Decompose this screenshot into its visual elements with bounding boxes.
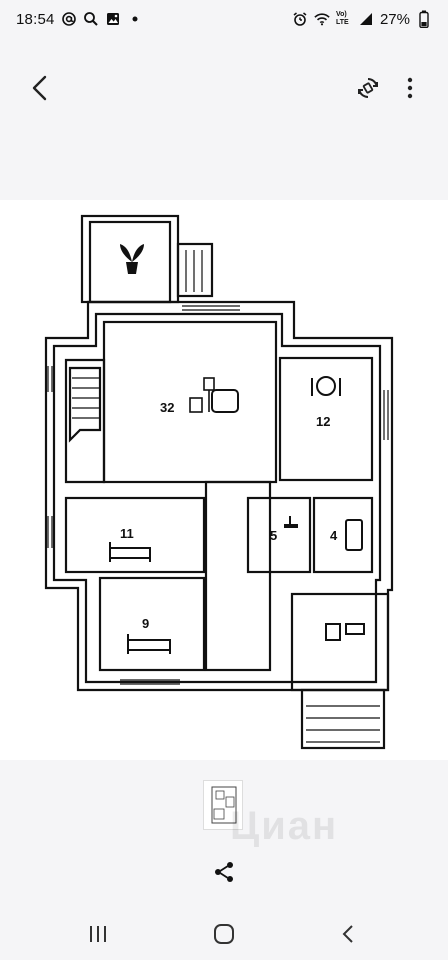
battery-icon (416, 10, 432, 28)
room-label-4: 4 (330, 528, 338, 543)
floor-plan-image[interactable]: 32 12 11 9 5 4 (0, 200, 448, 760)
battery-percent: 27% (379, 10, 410, 28)
network-label: Vo) LTE (335, 11, 349, 26)
more-options-button[interactable] (392, 70, 428, 106)
signal-icon (358, 11, 374, 27)
room-label-9: 9 (142, 616, 149, 631)
status-time: 18:54 (16, 10, 55, 28)
rotate-button[interactable] (350, 70, 386, 106)
recents-button[interactable] (78, 918, 118, 950)
room-label-12: 12 (316, 414, 330, 429)
status-bar: 18:54 Vo) LTE 27% (0, 0, 448, 38)
at-icon (61, 11, 77, 27)
gallery-icon (105, 11, 121, 27)
rotate-icon (358, 77, 378, 99)
status-right: Vo) LTE 27% (292, 10, 432, 28)
watermark: Циан (230, 804, 339, 848)
recents-icon (90, 926, 106, 942)
app-bar (0, 60, 448, 116)
status-left: 18:54 (16, 11, 143, 28)
share-icon (215, 862, 233, 882)
room-label-5: 5 (270, 528, 277, 543)
nav-back-button[interactable] (328, 918, 368, 950)
dot-icon (127, 11, 143, 27)
search-icon (83, 11, 99, 27)
chevron-left-icon (32, 75, 47, 101)
image-thumbnail[interactable] (203, 780, 243, 830)
floor-plan-svg: 32 12 11 9 5 4 (44, 214, 394, 750)
room-label-11: 11 (120, 526, 134, 541)
nav-bar (0, 908, 448, 960)
home-button[interactable] (204, 918, 244, 950)
room-label-32: 32 (160, 400, 174, 415)
wifi-icon (314, 11, 330, 27)
back-icon (342, 925, 353, 943)
share-button[interactable] (208, 856, 240, 888)
more-vert-icon (407, 77, 413, 99)
back-button[interactable] (22, 70, 58, 106)
home-icon (214, 924, 234, 944)
alarm-icon (292, 11, 308, 27)
